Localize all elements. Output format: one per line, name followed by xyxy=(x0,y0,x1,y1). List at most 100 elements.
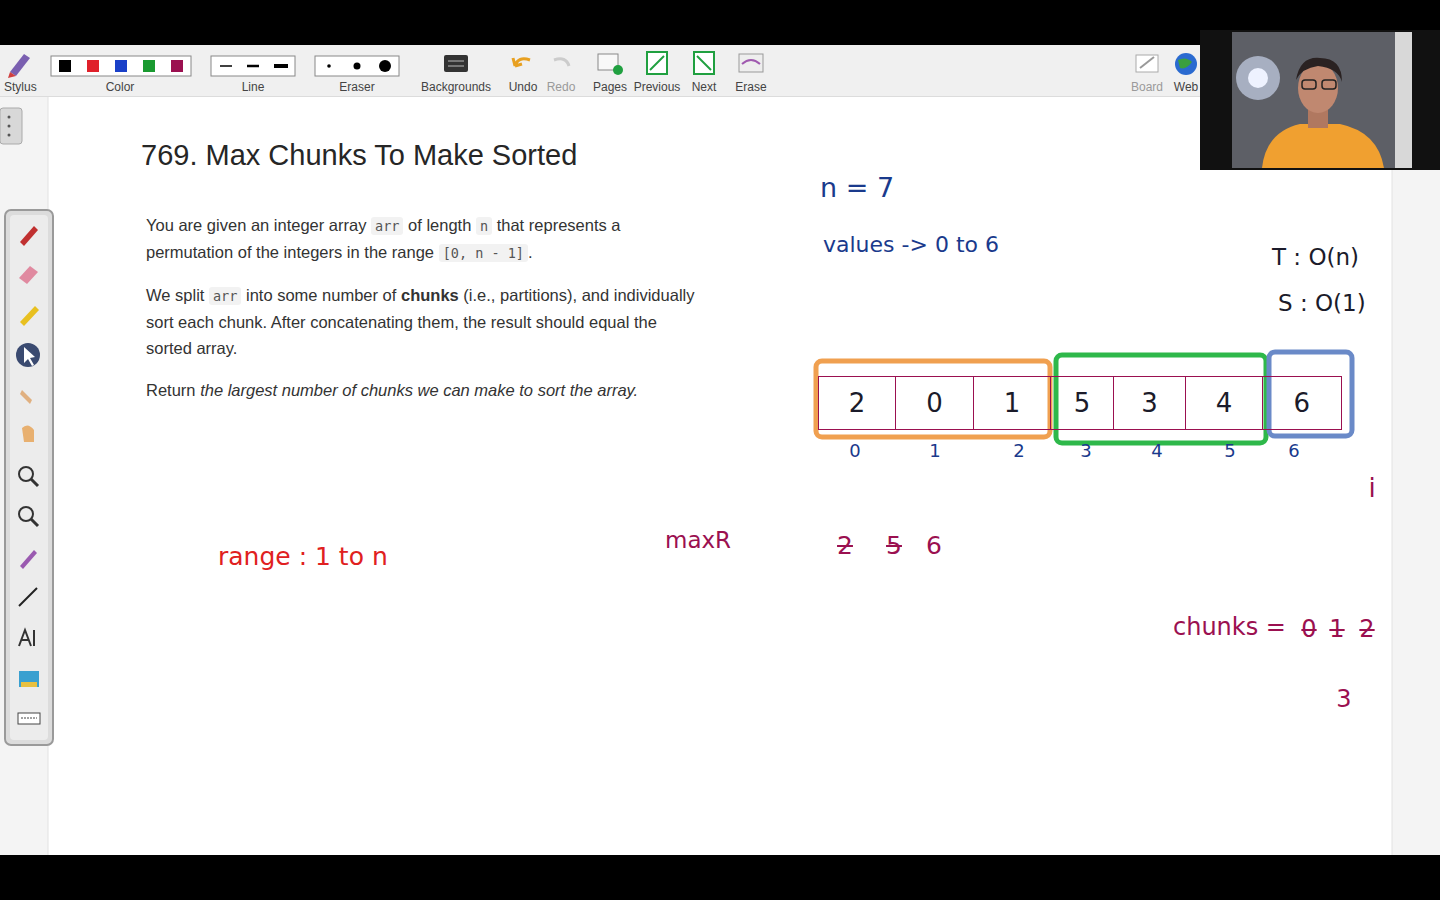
toolbar-label: Pages xyxy=(593,80,627,94)
index-number: 6 xyxy=(1288,440,1299,461)
problem-text: chunks xyxy=(401,286,459,304)
variable-name: chunks = xyxy=(1173,613,1286,641)
toolbar-label: Next xyxy=(692,80,717,94)
side-tools xyxy=(16,226,40,724)
label-wrap: Line xyxy=(242,77,265,95)
handwritten-note: range : 1 to n xyxy=(218,542,388,571)
label-wrap: Color xyxy=(106,77,135,95)
label-wrap: 6 xyxy=(926,532,942,561)
label-wrap: Backgrounds xyxy=(421,77,491,95)
problem-text: You are given an integer array xyxy=(146,216,366,234)
problem-text: of length xyxy=(408,216,471,234)
cell-value: 6 xyxy=(1293,388,1310,418)
problem-title: 769. Max Chunks To Make Sorted xyxy=(141,139,577,171)
array-cell: 2 xyxy=(818,376,895,430)
label-wrap: 6 xyxy=(1288,441,1299,462)
array-cell: 5 xyxy=(1050,376,1113,430)
label-wrap: maxR xyxy=(665,527,731,553)
problem-text: the largest number of chunks we can make… xyxy=(200,381,638,399)
label-wrap: T : O(n) xyxy=(1272,244,1359,270)
label-wrap: chunks = xyxy=(1173,614,1286,642)
index-number: 1 xyxy=(929,440,940,461)
label-wrap: Undo xyxy=(509,77,538,95)
variable-name: maxR xyxy=(665,527,731,553)
handwritten-note: values -> 0 to 6 xyxy=(823,232,999,257)
variable-value: 5 xyxy=(886,531,902,560)
array-cell: 1 xyxy=(973,376,1050,430)
inline-code: arr xyxy=(371,217,403,235)
variable-value: 2 xyxy=(1359,615,1374,643)
cell-value: 3 xyxy=(1141,388,1158,418)
label-wrap: Web xyxy=(1174,77,1198,95)
problem-paragraph: We split arr into some number of chunks … xyxy=(146,282,706,361)
label-wrap: 2 xyxy=(1013,441,1024,462)
label-wrap: 4 xyxy=(1151,441,1162,462)
chunk-outline xyxy=(1269,352,1352,436)
label-wrap: Redo xyxy=(547,77,576,95)
toolbar-label: Web xyxy=(1174,80,1198,94)
variable-value: 3 xyxy=(1336,685,1351,713)
label-wrap: Erase xyxy=(735,77,766,95)
toolbar-label: Color xyxy=(106,80,135,94)
label-wrap: Next xyxy=(692,77,717,95)
toolbar-label: Previous xyxy=(634,80,681,94)
array-cell: 3 xyxy=(1113,376,1185,430)
toolbar-label: Redo xyxy=(547,80,576,94)
variable-value: 6 xyxy=(926,531,942,560)
array-cell: 4 xyxy=(1185,376,1262,430)
chunk-outline xyxy=(816,361,1050,437)
cell-value: 1 xyxy=(1004,388,1021,418)
label-wrap: i xyxy=(1368,474,1375,504)
label-wrap: Stylus xyxy=(4,77,37,95)
label-wrap: 0 xyxy=(849,441,860,462)
label-wrap: 0 xyxy=(1301,616,1316,644)
label-wrap: Board xyxy=(1131,77,1163,95)
title-wrap: 769. Max Chunks To Make Sorted xyxy=(141,139,577,172)
index-number: 0 xyxy=(849,440,860,461)
variable-value: 0 xyxy=(1301,615,1316,643)
index-number: 4 xyxy=(1151,440,1162,461)
label-wrap: S : O(1) xyxy=(1278,290,1366,316)
label-wrap: values -> 0 to 6 xyxy=(823,232,999,257)
index-number: 3 xyxy=(1080,440,1091,461)
label-wrap: 3 xyxy=(1336,686,1351,714)
complexity-note: T : O(n) xyxy=(1272,244,1359,270)
toolbar-label: Line xyxy=(242,80,265,94)
problem-text: Return xyxy=(146,381,196,399)
cell-value: 4 xyxy=(1216,388,1233,418)
variable-value: 1 xyxy=(1329,615,1344,643)
label-wrap: 2 xyxy=(1359,616,1374,644)
label-wrap: 2 xyxy=(837,532,853,561)
label-wrap: 5 xyxy=(886,532,902,561)
pointer-label: i xyxy=(1368,473,1375,503)
toolbar-label: Eraser xyxy=(339,80,374,94)
cell-value: 0 xyxy=(926,388,943,418)
label-wrap: 5 xyxy=(1224,441,1235,462)
handwritten-note: n = 7 xyxy=(820,172,894,203)
label-wrap: Eraser xyxy=(339,77,374,95)
problem-text: into some number of xyxy=(246,286,396,304)
label-wrap: range : 1 to n xyxy=(218,543,388,572)
problem-paragraph: You are given an integer array arr of le… xyxy=(146,212,706,266)
label-wrap: 1 xyxy=(929,441,940,462)
array-cell: 6 xyxy=(1262,376,1342,430)
label-wrap: n = 7 xyxy=(820,172,894,203)
label-wrap: 1 xyxy=(1329,616,1344,644)
toolbar-label: Erase xyxy=(735,80,766,94)
variable-value: 2 xyxy=(837,531,853,560)
board xyxy=(0,97,1440,855)
toolbar-label: Undo xyxy=(509,80,538,94)
toolbar-label: Stylus xyxy=(4,80,37,94)
array-cell: 0 xyxy=(895,376,973,430)
label-wrap: 3 xyxy=(1080,441,1091,462)
inline-code: arr xyxy=(209,287,241,305)
cell-value: 2 xyxy=(849,388,866,418)
index-number: 2 xyxy=(1013,440,1024,461)
label-wrap: Previous xyxy=(634,77,681,95)
label-wrap: Pages xyxy=(593,77,627,95)
problem-text: We split xyxy=(146,286,204,304)
complexity-note: S : O(1) xyxy=(1278,290,1366,316)
cell-value: 5 xyxy=(1074,388,1091,418)
toolbar-icons xyxy=(8,52,1197,78)
